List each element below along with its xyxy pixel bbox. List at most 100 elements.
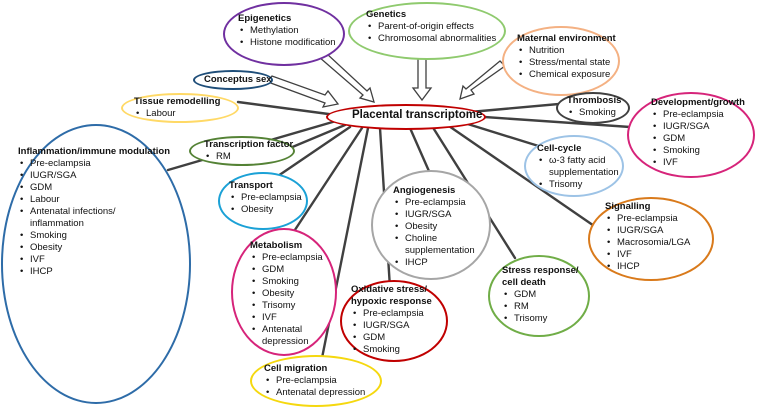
list-item: Trisomy: [250, 300, 323, 312]
connector-tissue-remodelling: [236, 100, 338, 117]
list-item: Parent-of-origin effects: [366, 21, 496, 33]
list-item: Pre-eclampsia: [605, 213, 690, 225]
list-item: Pre-eclampsia: [264, 375, 365, 387]
list-item: Chromosomal abnormalities: [366, 33, 496, 45]
list-item: Trisomy: [537, 179, 619, 191]
signalling-label: Signalling Pre-eclampsia IUGR/SGA Macros…: [605, 201, 690, 273]
thrombosis-label: Thrombosis Smoking: [567, 95, 621, 119]
tissue-remodelling-title: Tissue remodelling: [134, 96, 221, 107]
list-item: Labour: [18, 194, 170, 206]
list-item: Labour: [134, 108, 220, 120]
list-item: Trisomy: [502, 313, 579, 325]
inflammation-list: Pre-eclampsia IUGR/SGA GDM Labour Antena…: [18, 158, 170, 278]
list-item: Macrosomia/LGA: [605, 237, 690, 249]
list-item: Obesity: [250, 288, 323, 300]
list-item: IUGR/SGA: [651, 121, 745, 133]
transcription-factor-label: Transcription factor RM: [204, 139, 293, 163]
oxidative-stress-label: Oxidative stress/ hypoxic response Pre-e…: [351, 284, 432, 356]
list-item: IVF: [605, 249, 690, 261]
list-item: IHCP: [393, 257, 475, 269]
list-item: Histone modification: [238, 37, 336, 49]
thrombosis-title: Thrombosis: [567, 95, 622, 106]
list-item: Methylation: [238, 25, 336, 37]
cell-migration-label: Cell migration Pre-eclampsia Antenatal d…: [264, 363, 365, 399]
development-growth-list: Pre-eclampsia IUGR/SGA GDM Smoking IVF: [651, 109, 745, 169]
list-item: IVF: [250, 312, 323, 324]
list-item: Smoking: [567, 107, 621, 119]
list-item: GDM: [651, 133, 745, 145]
list-item: Nutrition: [517, 45, 616, 57]
metabolism-label: Metabolism Pre-eclampsia GDM Smoking Obe…: [250, 240, 323, 348]
list-item: ω-3 fatty acid: [537, 155, 619, 167]
conceptus-sex-circle: [193, 70, 273, 90]
list-item: Smoking: [18, 230, 170, 242]
connector-thrombosis: [468, 101, 572, 114]
connector-cell-migration: [318, 126, 370, 370]
stress-response-title: Stress response/ cell death: [502, 265, 579, 288]
cell-cycle-list: ω-3 fatty acid supplementation Trisomy: [537, 155, 619, 191]
list-item: Chemical exposure: [517, 69, 616, 81]
list-item: supplementation: [549, 167, 619, 178]
list-item: Pre-eclampsia: [351, 308, 432, 320]
list-item: IHCP: [18, 266, 170, 278]
transport-list: Pre-eclampsia Obesity: [229, 192, 302, 216]
metabolism-list: Pre-eclampsia GDM Smoking Obesity Trisom…: [250, 252, 323, 348]
cell-cycle-title: Cell-cycle: [537, 143, 582, 154]
list-item: Antenatal depression: [264, 387, 365, 399]
inflammation-label: Inflammation/immune modulation Pre-eclam…: [18, 146, 170, 278]
list-item: Stress/mental state: [517, 57, 616, 69]
development-growth-label: Development/growth Pre-eclampsia IUGR/SG…: [651, 97, 745, 169]
transport-label: Transport Pre-eclampsia Obesity: [229, 180, 302, 216]
stress-response-label: Stress response/ cell death GDM RM Triso…: [502, 265, 579, 325]
list-item: Obesity: [229, 204, 302, 216]
maternal-environment-label: Maternal environment Nutrition Stress/me…: [517, 33, 616, 81]
connector-transcription-factor: [288, 123, 347, 150]
epigenetics-label: Epigenetics Methylation Histone modifica…: [238, 13, 336, 49]
list-item: Antenatal infections/: [18, 206, 170, 218]
center-ellipse: [326, 104, 486, 130]
list-item: Choline: [393, 233, 475, 245]
connector-signalling: [444, 122, 602, 232]
maternal-environment-list: Nutrition Stress/mental state Chemical e…: [517, 45, 616, 81]
thrombosis-list: Smoking: [567, 107, 621, 119]
list-item: RM: [502, 301, 579, 313]
oxidative-stress-list: Pre-eclampsia IUGR/SGA GDM Smoking: [351, 308, 432, 356]
cell-cycle-label: Cell-cycle ω-3 fatty acid supplementatio…: [537, 143, 619, 191]
cell-migration-title: Cell migration: [264, 363, 328, 374]
epigenetics-list: Methylation Histone modification: [238, 25, 336, 49]
list-item: Antenatal: [250, 324, 323, 336]
list-item: inflammation: [30, 218, 84, 229]
list-item: RM: [204, 151, 293, 163]
arrow-conceptus-sex: [267, 75, 340, 108]
conceptus-sex-title: Conceptus sex: [204, 74, 272, 85]
angiogenesis-label: Angiogenesis Pre-eclampsia IUGR/SGA Obes…: [393, 185, 475, 269]
list-item: depression: [262, 336, 309, 347]
arrow-maternal-environment: [459, 60, 507, 101]
angiogenesis-list: Pre-eclampsia IUGR/SGA Obesity Choline s…: [393, 197, 475, 269]
connector-angiogenesis: [408, 126, 434, 180]
center-label: Placental transcriptome: [352, 109, 483, 121]
list-item: supplementation: [405, 245, 475, 256]
list-item: GDM: [18, 182, 170, 194]
inflammation-title: Inflammation/immune modulation: [18, 146, 171, 157]
tissue-remodelling-label: Tissue remodelling Labour: [134, 96, 220, 120]
connector-transport: [273, 125, 352, 180]
oxidative-stress-title: Oxidative stress/ hypoxic response: [351, 284, 432, 307]
connector-development: [468, 114, 632, 129]
list-item: GDM: [250, 264, 323, 276]
stress-response-list: GDM RM Trisomy: [502, 289, 579, 325]
transcription-factor-list: RM: [204, 151, 293, 163]
list-item: Obesity: [18, 242, 170, 254]
list-item: Pre-eclampsia: [229, 192, 302, 204]
metabolism-title: Metabolism: [250, 240, 303, 251]
list-item: Pre-eclampsia: [250, 252, 323, 264]
list-item: IHCP: [605, 261, 690, 273]
list-item: IUGR/SGA: [18, 170, 170, 182]
list-item: Obesity: [393, 221, 475, 233]
transcription-factor-title: Transcription factor: [204, 139, 294, 150]
list-item: IUGR/SGA: [605, 225, 690, 237]
signalling-title: Signalling: [605, 201, 651, 212]
list-item: Smoking: [351, 344, 432, 356]
list-item: GDM: [351, 332, 432, 344]
